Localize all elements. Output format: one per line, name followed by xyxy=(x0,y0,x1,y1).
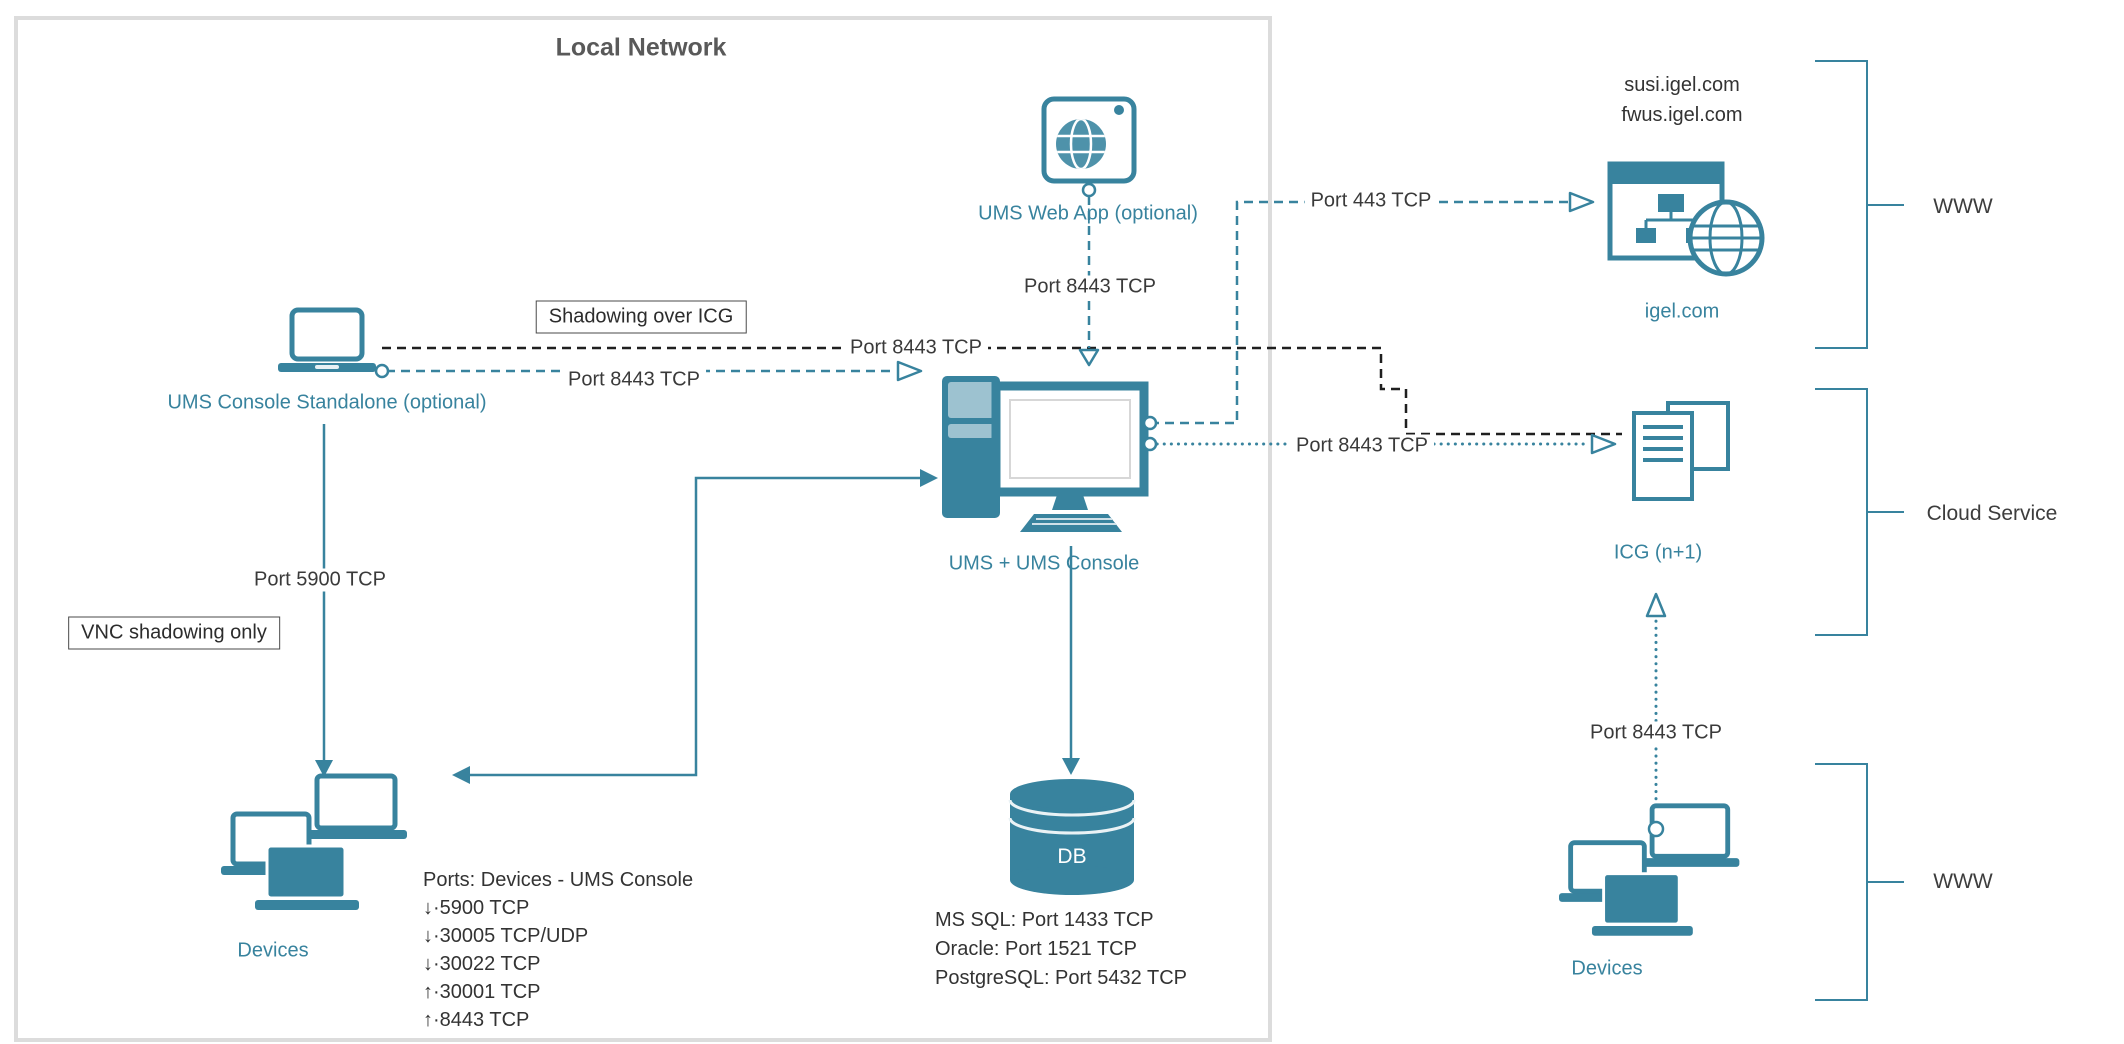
devices-left-label: Devices xyxy=(237,939,309,962)
icg-port-label: Port 8443 TCP xyxy=(1290,434,1434,458)
arrowhead-icon xyxy=(1568,191,1595,213)
igel-domain: susi.igel.com xyxy=(1624,74,1740,96)
standalone-port-label: Port 8443 TCP xyxy=(562,368,706,392)
zone-cloud-service-label: Cloud Service xyxy=(1926,502,2058,525)
device-port-item: ↑·8443 TCP xyxy=(423,1009,530,1031)
db-port-item: Oracle: Port 1521 TCP xyxy=(935,938,1137,960)
vnc-note: VNC shadowing only xyxy=(68,616,280,650)
device-port-item: ↓·30005 TCP/UDP xyxy=(423,925,589,947)
device-port-item: ↓·30022 TCP xyxy=(423,953,541,975)
ums-workstation-icon xyxy=(936,366,1154,548)
shadowing-port-label: Port 8443 TCP xyxy=(844,336,988,360)
standalone-label: UMS Console Standalone (optional) xyxy=(167,391,487,414)
db-port-item: PostgreSQL: Port 5432 TCP xyxy=(935,967,1187,989)
standalone-laptop-icon xyxy=(268,306,384,378)
devices-icg-port-label: Port 8443 TCP xyxy=(1584,721,1728,745)
local-network-title: Local Network xyxy=(555,33,727,62)
cloud-service-bracket xyxy=(1815,388,1868,636)
igel-domain: fwus.igel.com xyxy=(1621,104,1743,126)
devices-right-label: Devices xyxy=(1571,957,1643,980)
webapp-port-label: Port 8443 TCP xyxy=(1018,275,1162,299)
db-label: DB xyxy=(1057,845,1087,868)
db-ports-list: MS SQL: Port 1433 TCP Oracle: Port 1521 … xyxy=(935,906,1187,993)
device-ports-list: Ports: Devices - UMS Console ↓·5900 TCP … xyxy=(423,866,693,1034)
www-bottom-bracket xyxy=(1815,763,1868,1001)
zone-www-top-label: WWW xyxy=(1933,195,1993,218)
devices-left-icon xyxy=(215,770,425,935)
device-ports-title: Ports: Devices - UMS Console xyxy=(423,869,694,891)
device-port-item: ↓·5900 TCP xyxy=(423,897,530,919)
db-port-item: MS SQL: Port 1433 TCP xyxy=(935,909,1154,931)
igel-portal-icon xyxy=(1606,150,1766,278)
webapp-label: UMS Web App (optional) xyxy=(978,202,1198,225)
device-port-item: ↑·30001 TCP xyxy=(423,981,541,1003)
database-icon xyxy=(1006,774,1138,900)
igel-label: igel.com xyxy=(1644,300,1720,323)
devices-right-icon xyxy=(1550,800,1760,960)
webapp-browser-icon xyxy=(1040,94,1138,188)
vnc-port-label: Port 5900 TCP xyxy=(248,568,392,592)
ums-label: UMS + UMS Console xyxy=(948,552,1140,575)
icg-server-icon xyxy=(1626,398,1736,504)
igel-port-label: Port 443 TCP xyxy=(1304,189,1438,213)
zone-www-bottom-label: WWW xyxy=(1933,870,1993,893)
igel-domains: susi.igel.com fwus.igel.com xyxy=(1621,70,1742,130)
arrowhead-icon xyxy=(1645,592,1667,618)
icg-label: ICG (n+1) xyxy=(1613,541,1703,564)
shadowing-note: Shadowing over ICG xyxy=(535,300,747,334)
www-top-bracket xyxy=(1815,60,1868,349)
arrowhead-icon xyxy=(1590,433,1617,455)
